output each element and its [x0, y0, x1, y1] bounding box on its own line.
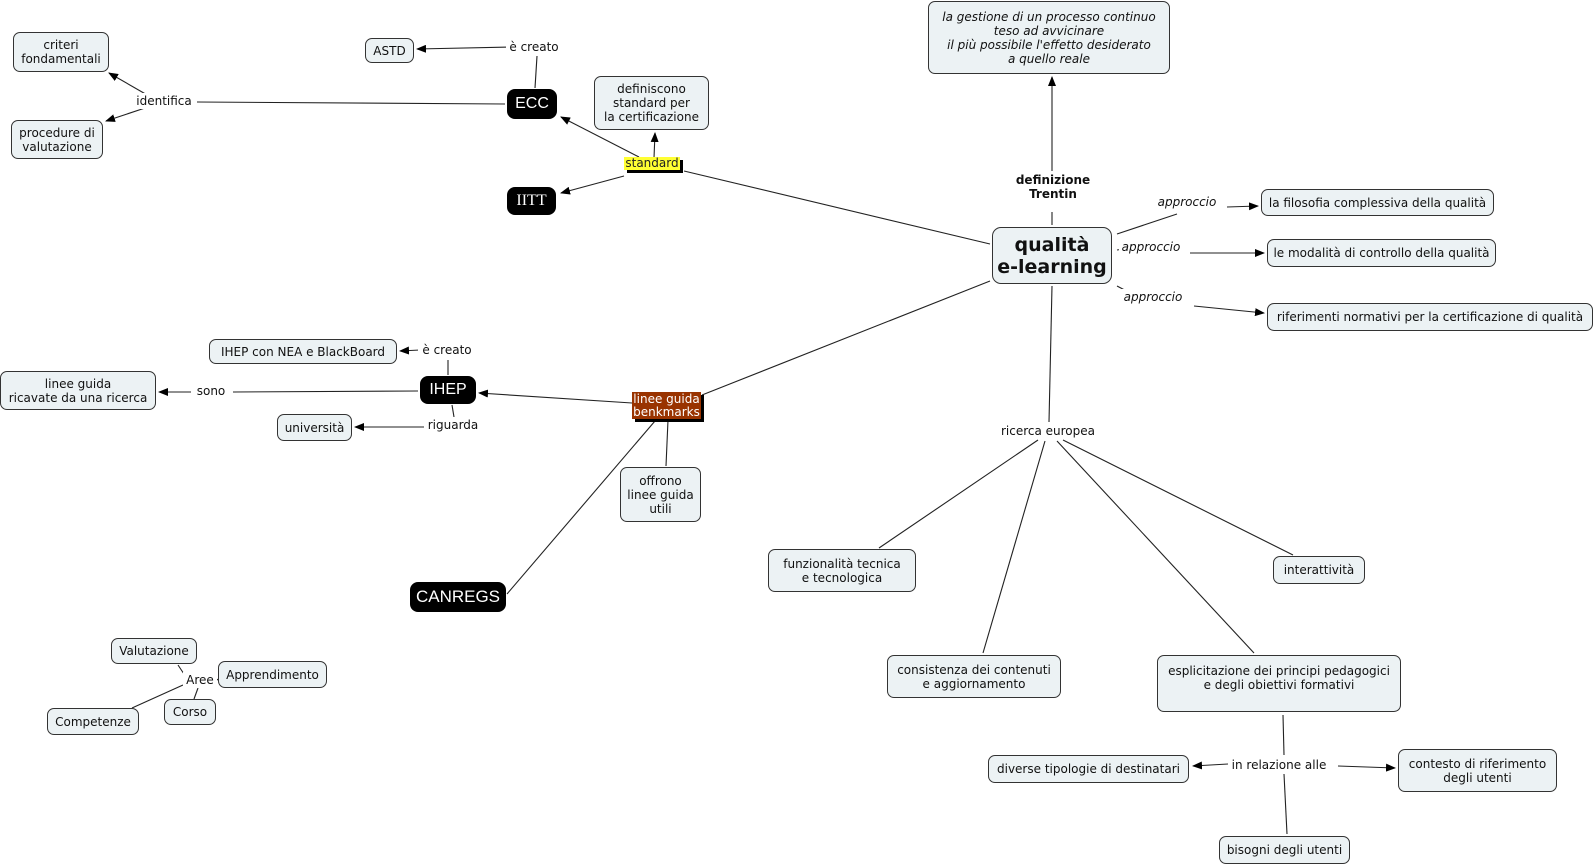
link-ihep-sono	[232, 390, 419, 393]
node-consistenza-contenuti[interactable]: consistenza dei contenuti e aggiornament…	[887, 655, 1061, 698]
link-standard-iitt	[560, 175, 625, 195]
link-label-in-relazione-alle: in relazione alle	[1229, 757, 1329, 773]
node-contesto-riferimento[interactable]: contesto di riferimento degli utenti	[1398, 749, 1557, 792]
node-interattivita[interactable]: interattività	[1273, 556, 1365, 584]
link-center-ricerca	[1048, 285, 1053, 423]
link-aree-corso	[193, 687, 199, 700]
node-riferimenti-normativi[interactable]: riferimenti normativi per la certificazi…	[1267, 303, 1593, 331]
link-center-approccio1	[1116, 213, 1178, 235]
node-ihep-nea-blackboard[interactable]: IHEP con NEA e BlackBoard	[209, 339, 397, 364]
link-ricerca-esplicitazione	[1056, 440, 1255, 654]
node-canregs[interactable]: CANREGS	[410, 582, 506, 612]
node-apprendimento[interactable]: Apprendimento	[218, 661, 327, 688]
link-identifica-procedure	[105, 107, 146, 122]
link-approccio1-filosofia	[1226, 202, 1259, 211]
link-ricerca-interattivita	[1062, 439, 1294, 556]
node-universita[interactable]: università	[277, 414, 352, 441]
node-diverse-tipologie-destinatari[interactable]: diverse tipologie di destinatari	[988, 755, 1189, 783]
node-filosofia-qualita[interactable]: la filosofia complessiva della qualità	[1261, 189, 1494, 216]
link-relazione-destinatari	[1192, 761, 1229, 770]
link-label-ricerca-europea: ricerca europea	[996, 423, 1100, 439]
link-label-approccio-3: approccio	[1121, 289, 1185, 305]
link-label-riguarda: riguarda	[424, 417, 482, 433]
link-relazione-bisogni	[1283, 773, 1288, 835]
link-label-aree: Aree	[183, 672, 217, 688]
link-aree-competenze	[131, 684, 184, 709]
link-label-sono: sono	[193, 383, 229, 399]
node-definiscono-standard[interactable]: definiscono standard per la certificazio…	[594, 76, 709, 130]
link-ecreato-ihepnea	[399, 346, 421, 355]
node-esplicitazione-principi[interactable]: esplicitazione dei principi pedagogici e…	[1157, 655, 1401, 712]
link-esplicitazione-relazione	[1282, 714, 1285, 756]
link-label-e-creato-ecc: è creato	[506, 39, 562, 55]
link-ecc-ecreato	[534, 55, 538, 89]
node-linee-guida-ricerca[interactable]: linee guida ricavate da una ricerca	[0, 371, 156, 410]
link-label-e-creato-ihep: è creato	[418, 342, 476, 358]
node-valutazione[interactable]: Valutazione	[111, 638, 197, 664]
link-ihep-riguarda	[451, 404, 455, 418]
link-label-definizione-trentin: definizione Trentin	[1008, 171, 1098, 203]
node-corso[interactable]: Corso	[164, 699, 216, 725]
link-ecreato-astd	[416, 44, 513, 53]
link-approccio3-riferimenti	[1193, 305, 1265, 317]
link-label-approccio-2: approccio	[1119, 239, 1183, 255]
node-funzionalita-tecnica[interactable]: funzionalità tecnica e tecnologica	[768, 549, 916, 592]
link-bench-canregs	[506, 420, 656, 595]
link-standard-ecc	[560, 116, 640, 158]
node-criteri-fondamentali[interactable]: criteri fondamentali	[13, 32, 109, 72]
link-ricerca-funzionalita	[878, 439, 1039, 549]
link-bench-ihep	[478, 389, 633, 404]
node-ihep[interactable]: IHEP	[420, 376, 476, 404]
node-ecc[interactable]: ECC	[507, 89, 557, 119]
node-iitt[interactable]: IITT	[507, 187, 556, 215]
node-bisogni-utenti[interactable]: bisogni degli utenti	[1219, 836, 1350, 864]
link-identifica-criteri	[108, 72, 150, 97]
link-center-standard	[683, 170, 991, 245]
link-ricerca-consistenza	[982, 440, 1046, 654]
node-linee-guida-benkmarks[interactable]: linee guida benkmarks	[632, 391, 701, 419]
link-relazione-contesto	[1337, 763, 1396, 772]
node-competenze[interactable]: Competenze	[47, 708, 139, 735]
node-definition-text[interactable]: la gestione di un processo continuo teso…	[928, 1, 1170, 74]
link-label-identifica: identifica	[134, 93, 194, 109]
link-ecc-identifica	[196, 101, 506, 105]
node-modalita-controllo[interactable]: le modalità di controllo della qualità	[1267, 239, 1496, 267]
node-procedure-valutazione[interactable]: procedure di valutazione	[11, 120, 103, 159]
link-label-approccio-1: approccio	[1155, 194, 1219, 210]
link-bench-offrono	[665, 419, 669, 467]
link-standard-definiscono	[650, 132, 659, 159]
link-center-linee-bench	[701, 280, 991, 396]
node-astd[interactable]: ASTD	[365, 38, 414, 63]
node-offrono-linee-guida[interactable]: offrono linee guida utili	[620, 467, 701, 522]
node-standard[interactable]: standard	[624, 156, 680, 170]
center-node-qualita-elearning[interactable]: qualità e-learning	[992, 227, 1112, 284]
